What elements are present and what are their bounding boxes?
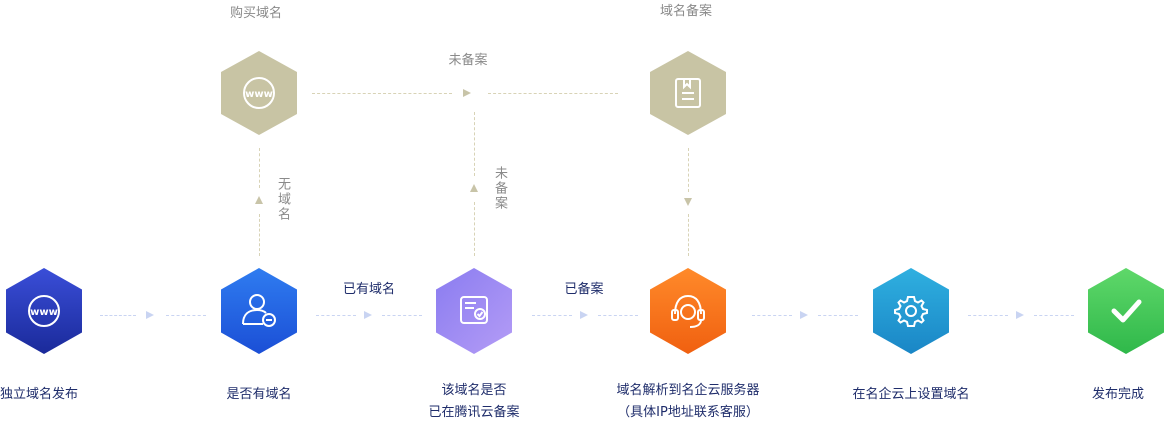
gear-icon [894, 296, 928, 327]
buy-domain-node: www [221, 51, 297, 135]
arrow-right-icon-5 [1016, 311, 1024, 319]
book-icon [675, 78, 701, 108]
step-label-publish-domain: 独立域名发布 [0, 387, 79, 402]
step-label-filing-check: 该域名是否 已在腾讯云备案 [428, 383, 520, 420]
step-resolve-dns-node [650, 268, 726, 354]
headset-icon [671, 294, 705, 328]
step-label-has-domain: 是否有域名 [226, 387, 292, 402]
arrow-right-icon-1 [146, 311, 154, 319]
edge-label-has-domain: 已有域名 [342, 282, 395, 297]
arrow-right-icon-3 [580, 311, 588, 319]
edge-label-not-filed-top: 未备案 [448, 53, 488, 68]
edge-label-filed: 已备案 [564, 282, 604, 297]
top-label-buy-domain: 购买域名 [229, 6, 282, 21]
edge-label-not-filed-vertical: 未备案 [492, 166, 507, 211]
edge-label-no-domain: 无域名 [275, 177, 290, 222]
top-label-domain-filing: 域名备案 [659, 4, 712, 19]
svg-text:www: www [30, 307, 58, 318]
step-label-resolve-dns: 域名解析到名企云服务器 （具体IP地址联系客服） [616, 383, 760, 420]
check-icon [1111, 299, 1142, 323]
document-check-icon [460, 296, 488, 324]
svg-text:www: www [245, 89, 273, 100]
www-icon [28, 295, 60, 327]
step-label-publish-complete: 发布完成 [1092, 387, 1145, 402]
arrow-up-icon-2 [470, 184, 478, 192]
step-has-domain-node [221, 268, 297, 354]
step-configure-domain-node [873, 268, 949, 354]
step-publish-complete-node [1088, 268, 1164, 354]
user-domain-icon [242, 294, 276, 327]
arrow-right-icon-2 [364, 311, 372, 319]
arrow-up-icon [255, 196, 263, 204]
arrow-down-icon [684, 198, 692, 206]
step-label-configure-domain: 在名企云上设置域名 [852, 387, 970, 402]
step-filing-check-node [436, 268, 512, 354]
domain-filing-node [650, 51, 726, 135]
step-publish-domain-node: www [6, 268, 82, 354]
arrow-right-icon [463, 89, 471, 97]
www-icon [243, 77, 275, 109]
arrow-right-icon-4 [800, 311, 808, 319]
